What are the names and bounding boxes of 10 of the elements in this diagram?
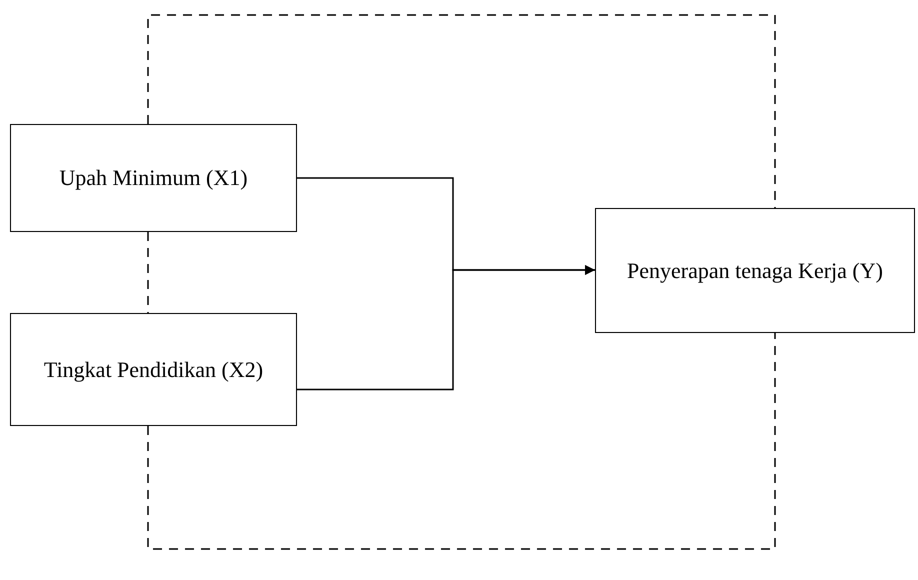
box-label: Tingkat Pendidikan (X2) (44, 356, 264, 384)
dashed-connector (147, 14, 776, 208)
box-label: Upah Minimum (X1) (59, 164, 248, 192)
variable-box (10, 124, 297, 232)
box-label: Penyerapan tenaga Kerja (Y) (627, 256, 883, 285)
dashed-connector (147, 232, 149, 313)
arrow (297, 265, 595, 390)
variable-box (10, 313, 297, 426)
dashed-connector (147, 333, 776, 550)
variable-box (595, 208, 915, 333)
